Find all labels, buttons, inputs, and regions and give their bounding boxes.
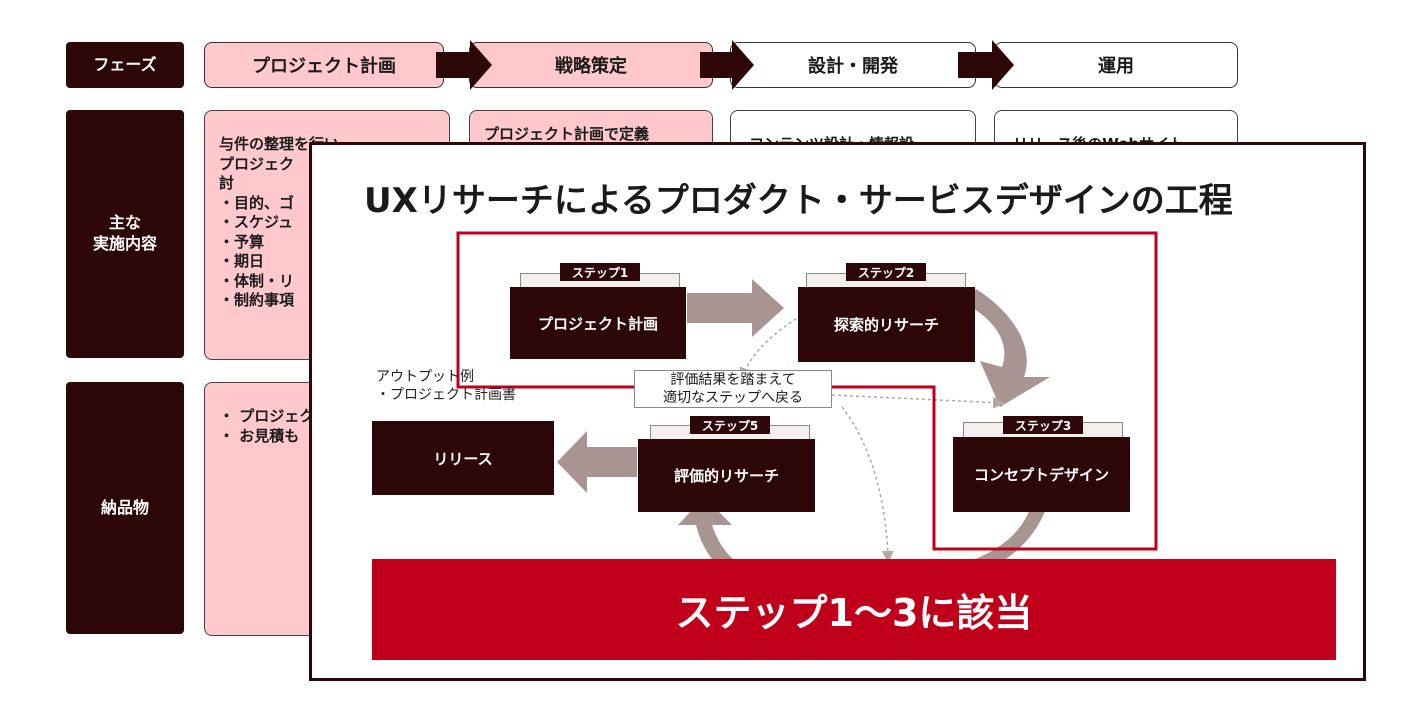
overlay-title: UXリサーチによるプロダクト・サービスデザインの工程 — [364, 181, 1233, 221]
deliverable-item: ・ お見積も — [219, 426, 300, 445]
phase-arrow-1 — [436, 40, 492, 90]
step1-box: プロジェクト計画 — [510, 287, 686, 359]
release-box: リリース — [372, 421, 554, 495]
phase-arrow-3 — [958, 40, 1014, 90]
main-content-line: ・目的、ゴ — [219, 193, 295, 212]
phase-operation: 運用 — [994, 42, 1238, 88]
phase-design-development: 設計・開発 — [730, 42, 976, 88]
main-content-line: ・体制・リ — [219, 271, 295, 290]
main-content-line: プロジェク — [219, 154, 295, 173]
row-label-deliverables: 納品物 — [66, 382, 184, 634]
step-range-banner: ステップ1〜3に該当 — [372, 559, 1336, 660]
arrow-step5-to-release — [557, 431, 637, 493]
row-label-phase: フェーズ — [66, 42, 184, 88]
step2-box: 探索的リサーチ — [798, 287, 975, 362]
feedback-note: 評価結果を踏まえて 適切なステップへ戻る — [634, 370, 832, 408]
main-content-line: ・予算 — [219, 232, 265, 251]
process-overlay: UXリサーチによるプロダクト・サービスデザインの工程 ステップ — [309, 142, 1366, 681]
step3-tag: ステップ3 — [1003, 416, 1083, 434]
feedback-line-to-step3 — [831, 394, 1005, 409]
step5-tag: ステップ5 — [690, 416, 770, 434]
phase-arrows — [436, 40, 1014, 90]
main-content-line: ・制約事項 — [219, 291, 295, 309]
step1-tag: ステップ1 — [560, 263, 640, 281]
step2-tag: ステップ2 — [846, 263, 926, 281]
highlight-outline — [456, 231, 1158, 551]
deliverable-item: ・ プロジェク — [219, 407, 315, 425]
row-label-main-content: 主な 実施内容 — [66, 110, 184, 358]
main-content-line: ・期日 — [219, 252, 265, 270]
main-content-line: 討 — [219, 174, 235, 192]
arrow-step2-to-step3 — [964, 289, 1050, 407]
main-content-line: ・スケジュ — [219, 213, 293, 231]
phase-project-planning: プロジェクト計画 — [204, 42, 444, 88]
step5-box: 評価的リサーチ — [638, 439, 815, 512]
phase-strategy: 戦略策定 — [469, 42, 713, 88]
step3-box: コンセプトデザイン — [953, 437, 1130, 512]
highlight-outline-shape — [456, 231, 1158, 551]
feedback-line-to-bottom — [841, 406, 894, 563]
phase-arrow-2 — [700, 40, 754, 90]
arrow-step1-to-step2 — [687, 279, 784, 337]
main-content-line: プロジェクト計画で定義 — [484, 125, 650, 143]
output-example-note: アウトプット例 ・プロジェクト計画書 — [376, 369, 516, 403]
